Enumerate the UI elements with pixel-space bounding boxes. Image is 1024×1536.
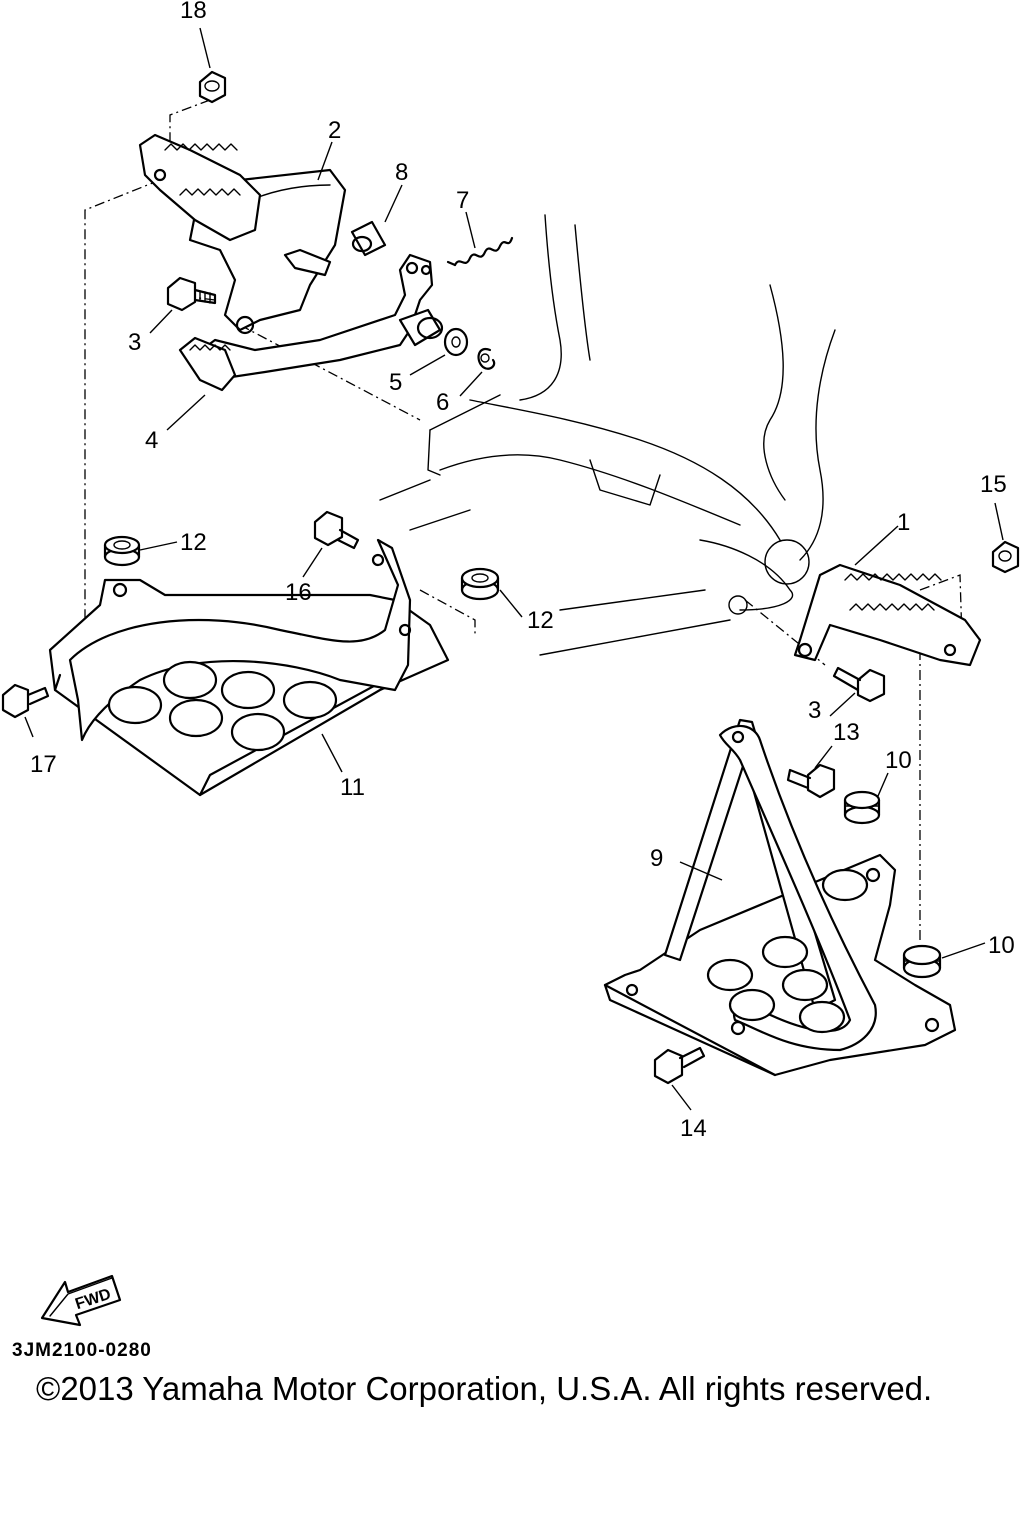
bolt-14 [653, 1046, 706, 1085]
callout-labels: 18 2 8 7 3 4 5 6 15 1 12 16 12 17 11 3 1… [30, 0, 1015, 1142]
brake-pedal-lever [178, 253, 444, 392]
right-footguard-9 [603, 718, 957, 1077]
copyright-notice: ©2013 Yamaha Motor Corporation, U.S.A. A… [36, 1370, 933, 1407]
callout-3: 3 [808, 697, 821, 724]
collar-8 [350, 220, 387, 257]
diagram-code: 3JM2100-0280 [12, 1340, 152, 1361]
callout-1: 1 [897, 509, 910, 536]
callout-18: 18 [180, 0, 207, 24]
callout-12: 12 [527, 607, 554, 634]
fwd-arrow-icon: FWD [40, 1274, 122, 1327]
grommet-12-right [460, 567, 500, 601]
washer-5 [443, 327, 469, 357]
bolt-3-top [166, 276, 217, 312]
frame-outline [379, 214, 836, 656]
bolt-17 [1, 683, 50, 719]
callout-15: 15 [980, 471, 1007, 498]
bolt-3-right [832, 666, 886, 703]
callout-12: 12 [180, 529, 207, 556]
callout-2: 2 [328, 117, 341, 144]
leader-lines [24, 27, 1004, 1111]
grommet-10-upper [843, 790, 881, 825]
left-footguard-11 [48, 538, 450, 797]
grommet-12-left [103, 535, 141, 567]
nut-18 [198, 70, 227, 104]
callout-9: 9 [650, 845, 663, 872]
bolt-13 [786, 763, 836, 799]
clip-6 [477, 347, 496, 370]
callout-4: 4 [145, 427, 158, 454]
callout-7: 7 [456, 187, 469, 214]
callout-11: 11 [340, 774, 365, 801]
callout-16: 16 [285, 579, 312, 606]
callout-8: 8 [395, 159, 408, 186]
callout-5: 5 [389, 369, 402, 396]
callout-17: 17 [30, 751, 57, 778]
spring-7 [446, 236, 514, 267]
callout-10: 10 [988, 932, 1015, 959]
callout-3: 3 [128, 329, 141, 356]
right-footrest-1 [793, 563, 982, 667]
callout-14: 14 [680, 1115, 707, 1142]
callout-13: 13 [833, 719, 860, 746]
callout-6: 6 [436, 389, 449, 416]
bolt-16 [313, 510, 360, 550]
left-footrest [138, 133, 262, 242]
callout-10: 10 [885, 747, 912, 774]
nut-15 [991, 540, 1020, 574]
grommet-10-lower [902, 944, 942, 979]
